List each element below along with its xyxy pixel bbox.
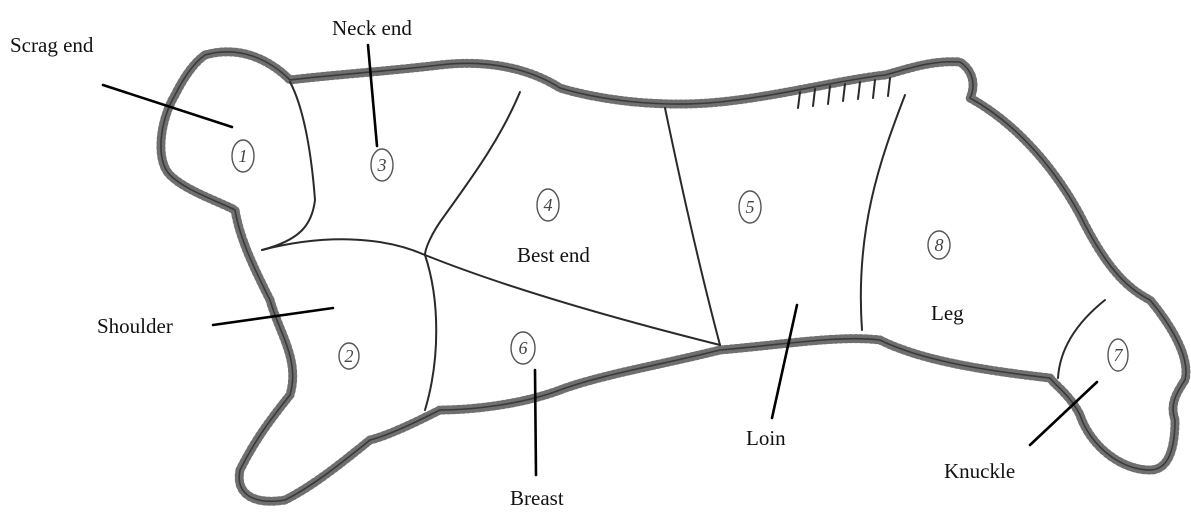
loin-leg-divider [861, 95, 905, 330]
cut-number-leg: 8 [935, 235, 944, 255]
bestend-breast-divider [425, 255, 720, 345]
leader-loin [772, 305, 797, 418]
neck-bestend-divider [425, 92, 520, 255]
label-neck-end: Neck end [332, 16, 412, 40]
cut-number-shoulder: 2 [345, 346, 354, 366]
cut-number-neck-end: 3 [377, 155, 387, 175]
cut-labels: Scrag end Neck end Best end Shoulder Bre… [10, 16, 1015, 510]
bestend-loin-divider [665, 108, 720, 345]
leader-breast [535, 370, 536, 475]
cut-number-scrag-end: 1 [239, 146, 248, 166]
leg-knuckle-divider [1058, 300, 1105, 378]
label-loin: Loin [746, 426, 786, 450]
cut-number-best-end: 4 [544, 195, 553, 215]
shoulder-breast-divider [425, 255, 436, 410]
leader-neck-end [368, 45, 377, 146]
cut-number-knuckle: 7 [1114, 345, 1124, 365]
cut-number-breast: 6 [519, 338, 528, 358]
cut-number-loin: 5 [746, 197, 755, 217]
label-breast: Breast [510, 486, 564, 510]
carcass-outline [161, 52, 1186, 501]
label-leg: Leg [931, 301, 964, 325]
label-best-end: Best end [517, 243, 590, 267]
label-shoulder: Shoulder [97, 314, 173, 338]
label-knuckle: Knuckle [944, 459, 1015, 483]
scrag-neck-divider [262, 82, 315, 250]
label-scrag-end: Scrag end [10, 33, 94, 57]
